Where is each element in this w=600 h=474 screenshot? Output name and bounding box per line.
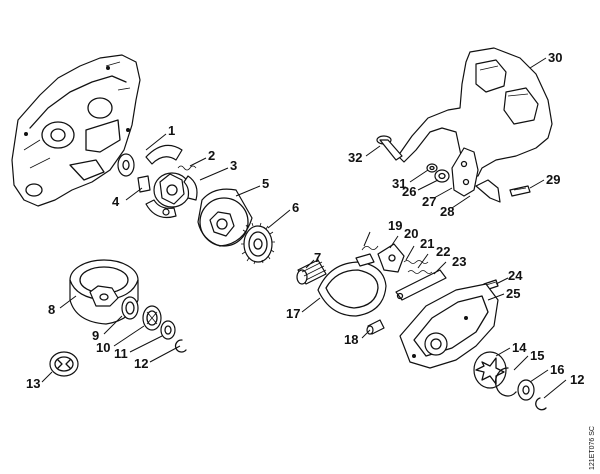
callout-14: 14 [512,340,527,355]
callout-5: 5 [262,176,269,191]
callout-3: 3 [230,158,237,173]
callout-13: 13 [26,376,40,391]
bearing-part-10 [142,305,162,331]
clutch-drum-part-5 [197,188,253,247]
callout-31: 31 [392,176,406,191]
spring-part-22 [407,270,433,274]
callout-6: 6 [292,200,299,215]
callout-12-left: 12 [134,356,148,371]
callout-17: 17 [286,306,300,321]
crankcase-housing [11,54,141,207]
callout-23: 23 [452,254,466,269]
callout-10: 10 [96,340,110,355]
callout-25: 25 [506,286,520,301]
spring-part-28 [475,179,501,203]
callout-16: 16 [550,362,564,377]
callout-21: 21 [420,236,434,251]
lever-part-20 [377,243,405,273]
washer-part-9 [121,296,139,320]
screw-part-29 [509,185,531,197]
clutch-assembly-part-3 [153,172,198,208]
leader-lines [41,57,567,399]
callout-24: 24 [508,268,523,283]
callout-26: 26 [402,184,416,199]
e-clip-part-12-right [535,397,547,411]
washer-part-31 [426,163,438,173]
callout-29: 29 [546,172,560,187]
sprocket-part-13 [49,351,79,377]
sprocket-part-6 [241,222,275,265]
spring-part-21 [403,260,429,264]
cover-part-25 [399,283,499,369]
callout-9: 9 [92,328,99,343]
callout-7: 7 [314,250,321,265]
callout-1: 1 [168,123,175,138]
pin-part-18 [366,319,385,335]
washer-part-16 [517,379,535,401]
callout-32: 32 [348,150,362,165]
pin-part-32 [376,135,403,161]
callout-28: 28 [440,204,454,219]
brake-band-part-17 [317,253,387,317]
clutch-shoe-part-4 [137,175,177,219]
callout-20: 20 [404,226,418,241]
callout-30: 30 [548,50,562,65]
callout-labels: 1 2 3 4 5 6 7 8 9 10 11 12 13 14 15 16 1… [26,50,584,391]
callout-19: 19 [388,218,402,233]
e-clip-part-12-left [174,339,187,353]
clutch-shoe-part-1 [145,144,183,165]
washer-part-1 [117,153,135,177]
washer-part-11 [160,320,176,340]
link-part-23 [395,269,447,301]
bracket-part-27 [451,147,479,197]
callout-8: 8 [48,302,55,317]
clutch-drum-part-8 [69,259,139,325]
hand-guard-part-30 [397,47,553,177]
needle-bearing-part-7 [296,259,327,285]
callout-15: 15 [530,348,544,363]
callout-18: 18 [344,332,358,347]
drawing-code: 121ET076 SC [589,426,596,470]
sprocket-part-14 [473,351,507,389]
callout-2: 2 [208,148,215,163]
callout-12-right: 12 [570,372,584,387]
callout-27: 27 [422,194,436,209]
callout-22: 22 [436,244,450,259]
clutch-spring-part-2 [177,165,197,171]
spring-part-19 [361,245,379,251]
ring-part-15 [494,367,517,397]
washer-part-26 [434,169,450,183]
callout-11: 11 [114,346,128,361]
callout-4: 4 [112,194,120,209]
